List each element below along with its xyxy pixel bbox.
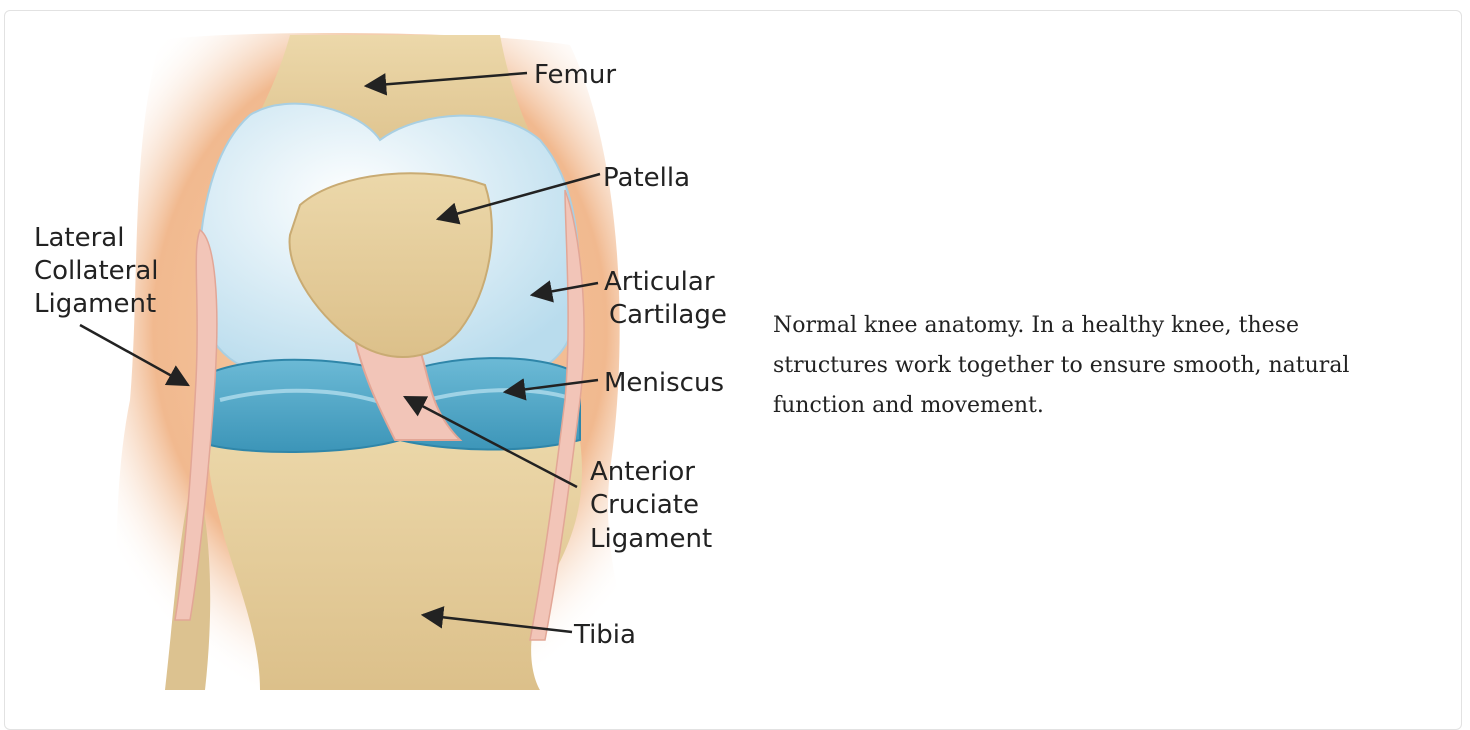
tibia-bone [209, 425, 582, 690]
label-femur: Femur [534, 60, 616, 90]
label-patella: Patella [603, 163, 690, 193]
label-acl-line1: Anterior [590, 457, 695, 487]
label-meniscus: Meniscus [604, 368, 724, 398]
label-acl-line3: Ligament [590, 524, 712, 554]
figure-caption: Normal knee anatomy. In a healthy knee, … [773, 306, 1373, 426]
label-tibia: Tibia [573, 620, 636, 650]
label-articular-line2: Cartilage [609, 300, 727, 330]
label-articular-line1: Articular [604, 267, 715, 297]
label-lcl-line1: Lateral [34, 223, 124, 253]
label-acl-line2: Cruciate [590, 490, 699, 520]
label-lcl-line3: Ligament [34, 289, 156, 319]
label-lcl-line2: Collateral [34, 256, 158, 286]
